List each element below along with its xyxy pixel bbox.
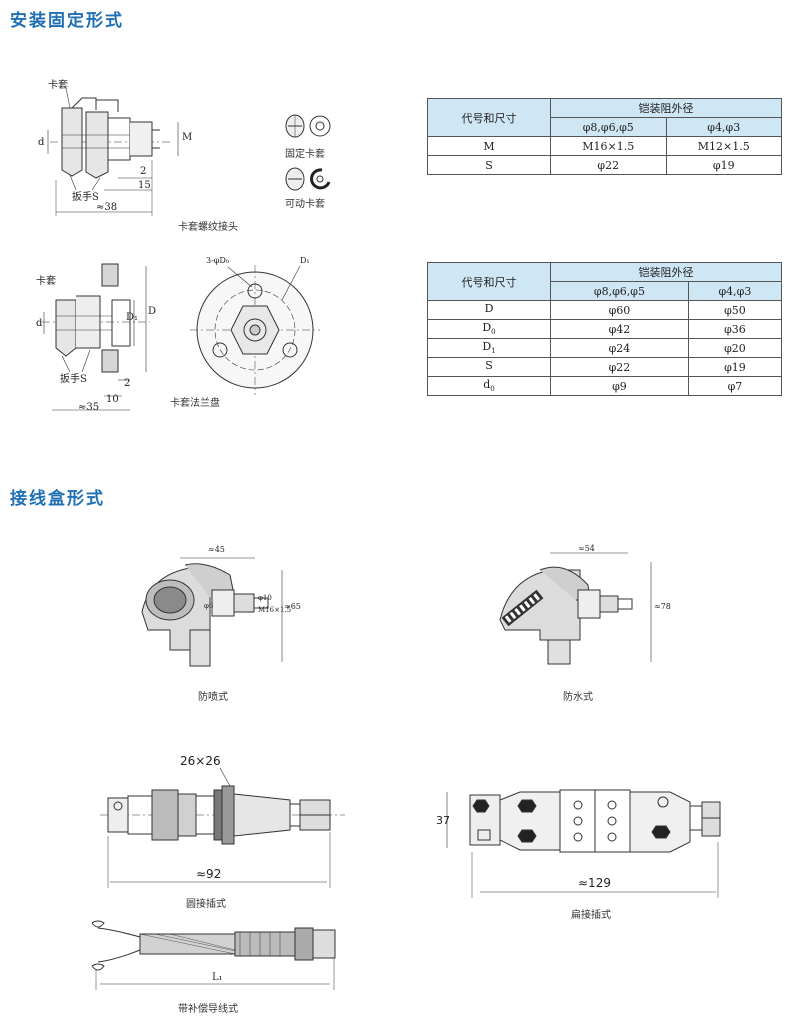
table-row: d0 φ9 φ7 [427,376,783,396]
table-cell: D1 [427,338,551,358]
fig1-caption: 卡套螺纹接头 [178,222,238,233]
box1-dim-width: ≈45 [208,545,225,554]
box1-dim-b: φ10 [258,594,272,602]
box1-dim-a: φ6 [204,602,214,610]
table-cell: φ9 [550,376,689,396]
table-cell: φ19 [687,357,783,377]
flat-plug-height-dim: 37 [436,814,450,827]
table2-header-group: 铠装阻外径 [550,262,782,282]
fig2-ferrule-label: 卡套 [36,276,56,287]
table1-col2: φ4,φ3 [665,117,782,137]
fig2-caption: 卡套法兰盘 [170,398,220,409]
flat-plug-caption: 扁接插式 [571,910,611,921]
fig2-dim-D: D [148,306,157,317]
table-cell: d0 [427,376,551,396]
fixed-ferrule-label: 固定卡套 [285,149,325,160]
spec-table-threaded: 代号和尺寸 铠装阻外径 φ8,φ6,φ5 φ4,φ3 M M16×1.5 M12… [427,98,782,175]
table-cell: φ50 [687,300,783,320]
table-cell: φ36 [687,319,783,339]
table-cell: φ22 [550,155,667,175]
cable-caption: 带补偿导线式 [178,1004,238,1015]
table-cell: φ60 [550,300,689,320]
ferrule-flange-side-drawing [42,263,150,411]
junction-box-waterproof-drawing [499,552,652,665]
flat-plug-length-dim: ≈129 [578,876,611,890]
fig2-holes-label: 3-φD₀ [206,256,230,265]
table-cell: φ22 [550,357,689,377]
section-title-mounting: 安装固定形式 [10,11,124,31]
table-cell: φ7 [687,376,783,396]
box2-dim-width: ≈54 [578,544,595,553]
fig2-dim-2: 2 [124,378,131,389]
table-cell: φ19 [665,155,782,175]
table1-col1: φ8,φ6,φ5 [550,117,667,137]
table2-col1: φ8,φ6,φ5 [550,281,689,301]
movable-ferrule-icon [285,167,331,191]
table-cell: S [427,357,551,377]
table-row: D φ60 φ50 [427,300,783,320]
fig2-dim-D1: D₁ [126,312,139,323]
box2-caption: 防水式 [563,692,593,703]
table2-header-left: 代号和尺寸 [427,262,551,301]
fig2-wrench-label: 扳手S [60,374,87,385]
table-row: D1 φ24 φ20 [427,338,783,358]
fig2-dim-35: ≈35 [78,402,100,413]
fig1-wrench-label: 扳手S [72,192,99,203]
ferrule-flange-front-drawing [190,265,320,395]
fig2-flange-D1-label: D₁ [300,256,310,265]
table-cell: M12×1.5 [665,136,782,156]
round-plug-hex-dim: 26×26 [180,754,221,768]
spec-table-flange: 代号和尺寸 铠装阻外径 φ8,φ6,φ5 φ4,φ3 D φ60 φ50 D0 … [427,262,783,396]
table1-header-group: 铠装阻外径 [550,98,782,118]
ferrule-threaded-joint-drawing [47,87,179,216]
round-plug-caption: 圆接插式 [186,899,226,910]
fig1-dim-M: M [182,132,193,143]
compensation-cable-drawing [91,920,336,990]
fig1-ferrule-label: 卡套 [48,80,68,91]
cable-length-dim: L₁ [212,972,223,983]
table-row: S φ22 φ19 [427,357,783,377]
table-cell: φ42 [550,319,689,339]
table-cell: D [427,300,551,320]
fixed-ferrule-icon [285,114,331,138]
table-cell: φ24 [550,338,689,358]
movable-ferrule-label: 可动卡套 [285,199,325,210]
box1-dim-c: M16×1.5 [258,606,292,614]
table-cell: M16×1.5 [550,136,667,156]
round-plug-length-dim: ≈92 [196,867,222,881]
table-cell: S [427,155,551,175]
box1-caption: 防喷式 [198,692,228,703]
section-title-junction-box: 接线盒形式 [10,489,105,509]
fig1-dim-2: 2 [140,166,147,177]
table-cell: D0 [427,319,551,339]
table1-header-left: 代号和尺寸 [427,98,551,137]
fig2-dim-d: d [36,318,43,329]
table2-col2: φ4,φ3 [687,281,783,301]
box1-dim-height: ≈65 [284,602,301,611]
fig1-dim-38: ≈38 [96,202,118,213]
table-cell: φ20 [687,338,783,358]
flat-plug-drawing [446,789,721,898]
box2-dim-height: ≈78 [654,602,671,611]
table-row: S φ22 φ19 [427,155,782,175]
table-row: D0 φ42 φ36 [427,319,783,339]
table-cell: M [427,136,551,156]
fig1-dim-15: 15 [138,180,151,191]
fig1-dim-d: d [38,137,45,148]
junction-box-sprayproof-drawing [141,557,283,667]
table-row: M M16×1.5 M12×1.5 [427,136,782,156]
round-plug-drawing [100,767,345,888]
fig2-dim-10: 10 [106,394,119,405]
